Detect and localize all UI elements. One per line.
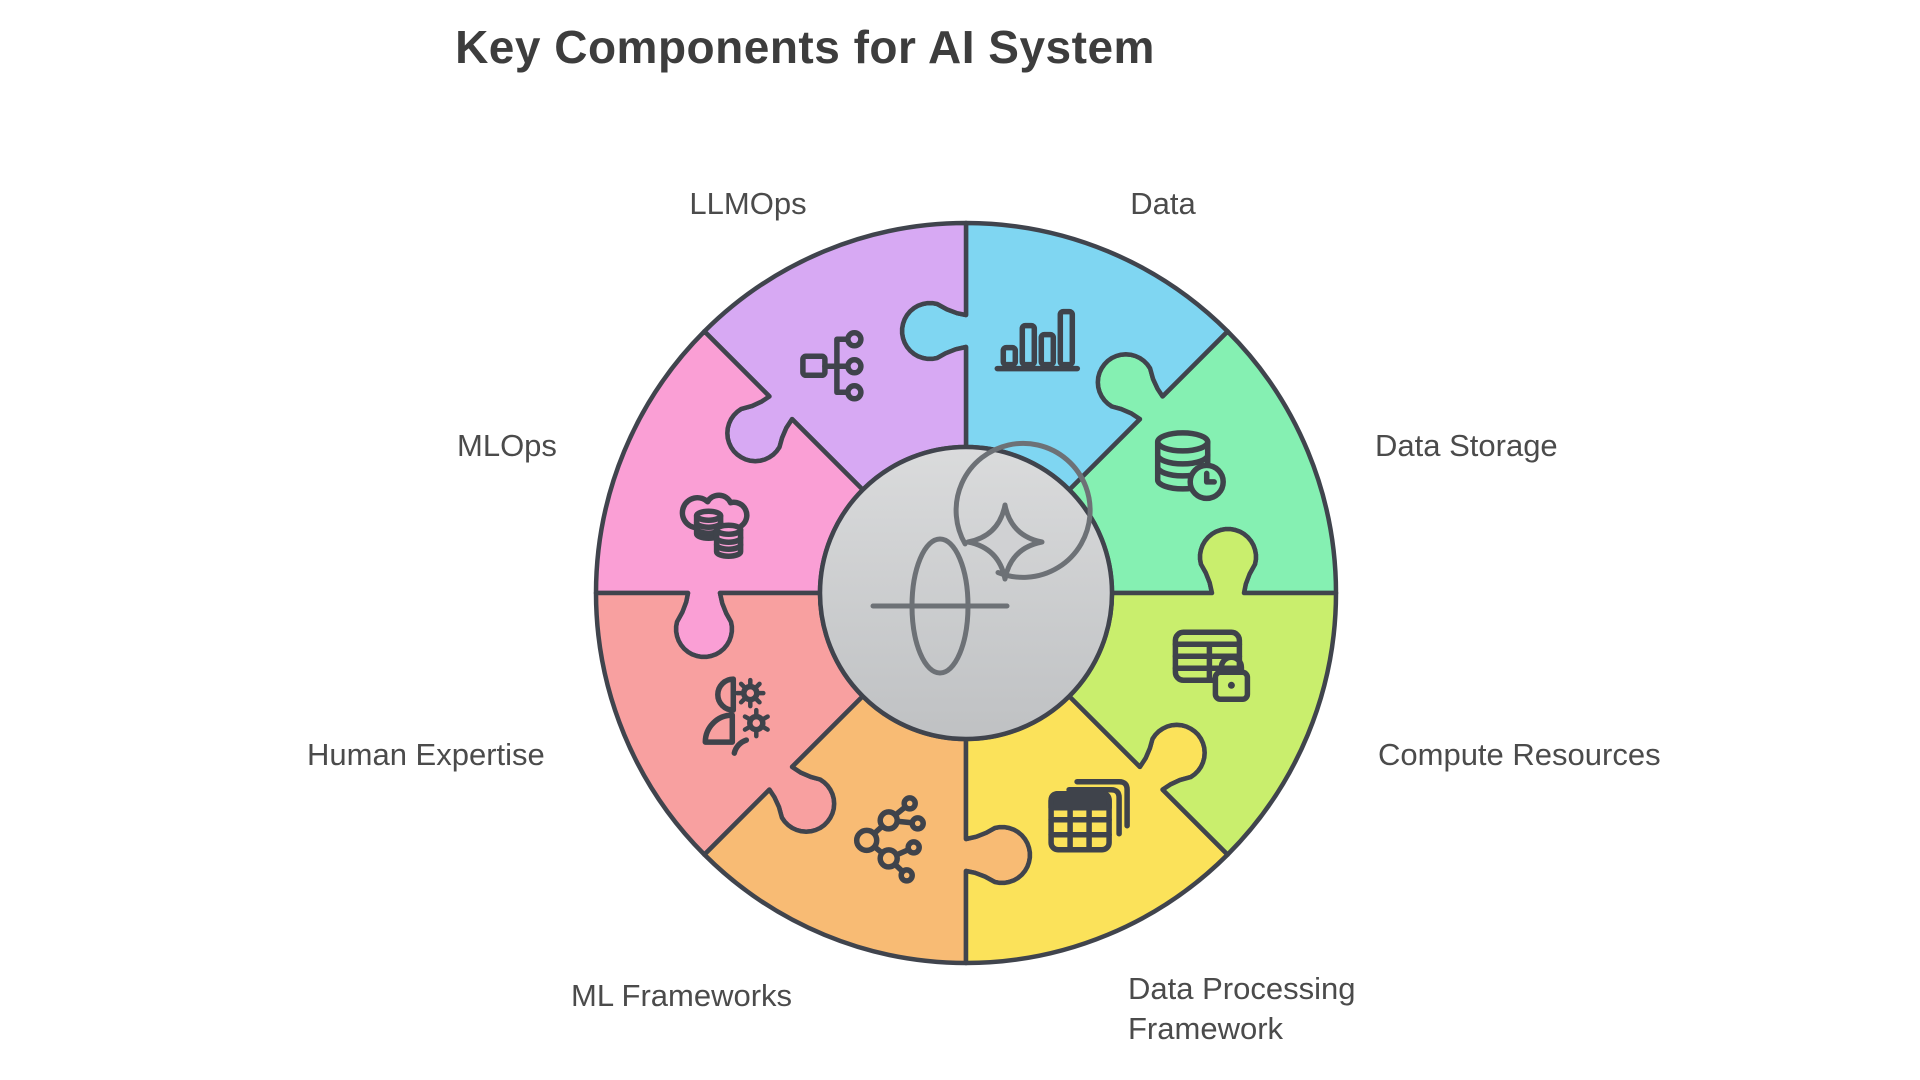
cloud-database-icon [679, 492, 750, 559]
segment-label-mlops: MLOps [457, 428, 557, 463]
segment-label-compute-resources: Compute Resources [1378, 737, 1661, 772]
segment-label-data: Data [1130, 186, 1196, 221]
segment-label-data-processing-framework: Data Processing Framework [1128, 971, 1356, 1046]
person-gear-icon [702, 676, 770, 756]
server-lock-icon [1172, 629, 1251, 703]
segment-label-ml-frameworks: ML Frameworks [571, 978, 793, 1013]
page-title: Key Components for AI System [455, 21, 1155, 73]
network-icon [853, 795, 926, 884]
bar-chart-icon [994, 308, 1081, 372]
flowchart-icon [800, 330, 864, 402]
puzzle-piece-compute-resources [1066, 526, 1339, 857]
segment-label-human-expertise: Human Expertise [307, 737, 545, 772]
table-stack-icon [1048, 778, 1130, 853]
segment-label-llmops: LLMOps [689, 186, 807, 221]
database-clock-icon [1154, 430, 1226, 502]
globe-sparkle-icon [870, 440, 1093, 676]
segment-label-data-storage: Data Storage [1375, 428, 1558, 463]
sparkle-icon [965, 502, 1045, 582]
